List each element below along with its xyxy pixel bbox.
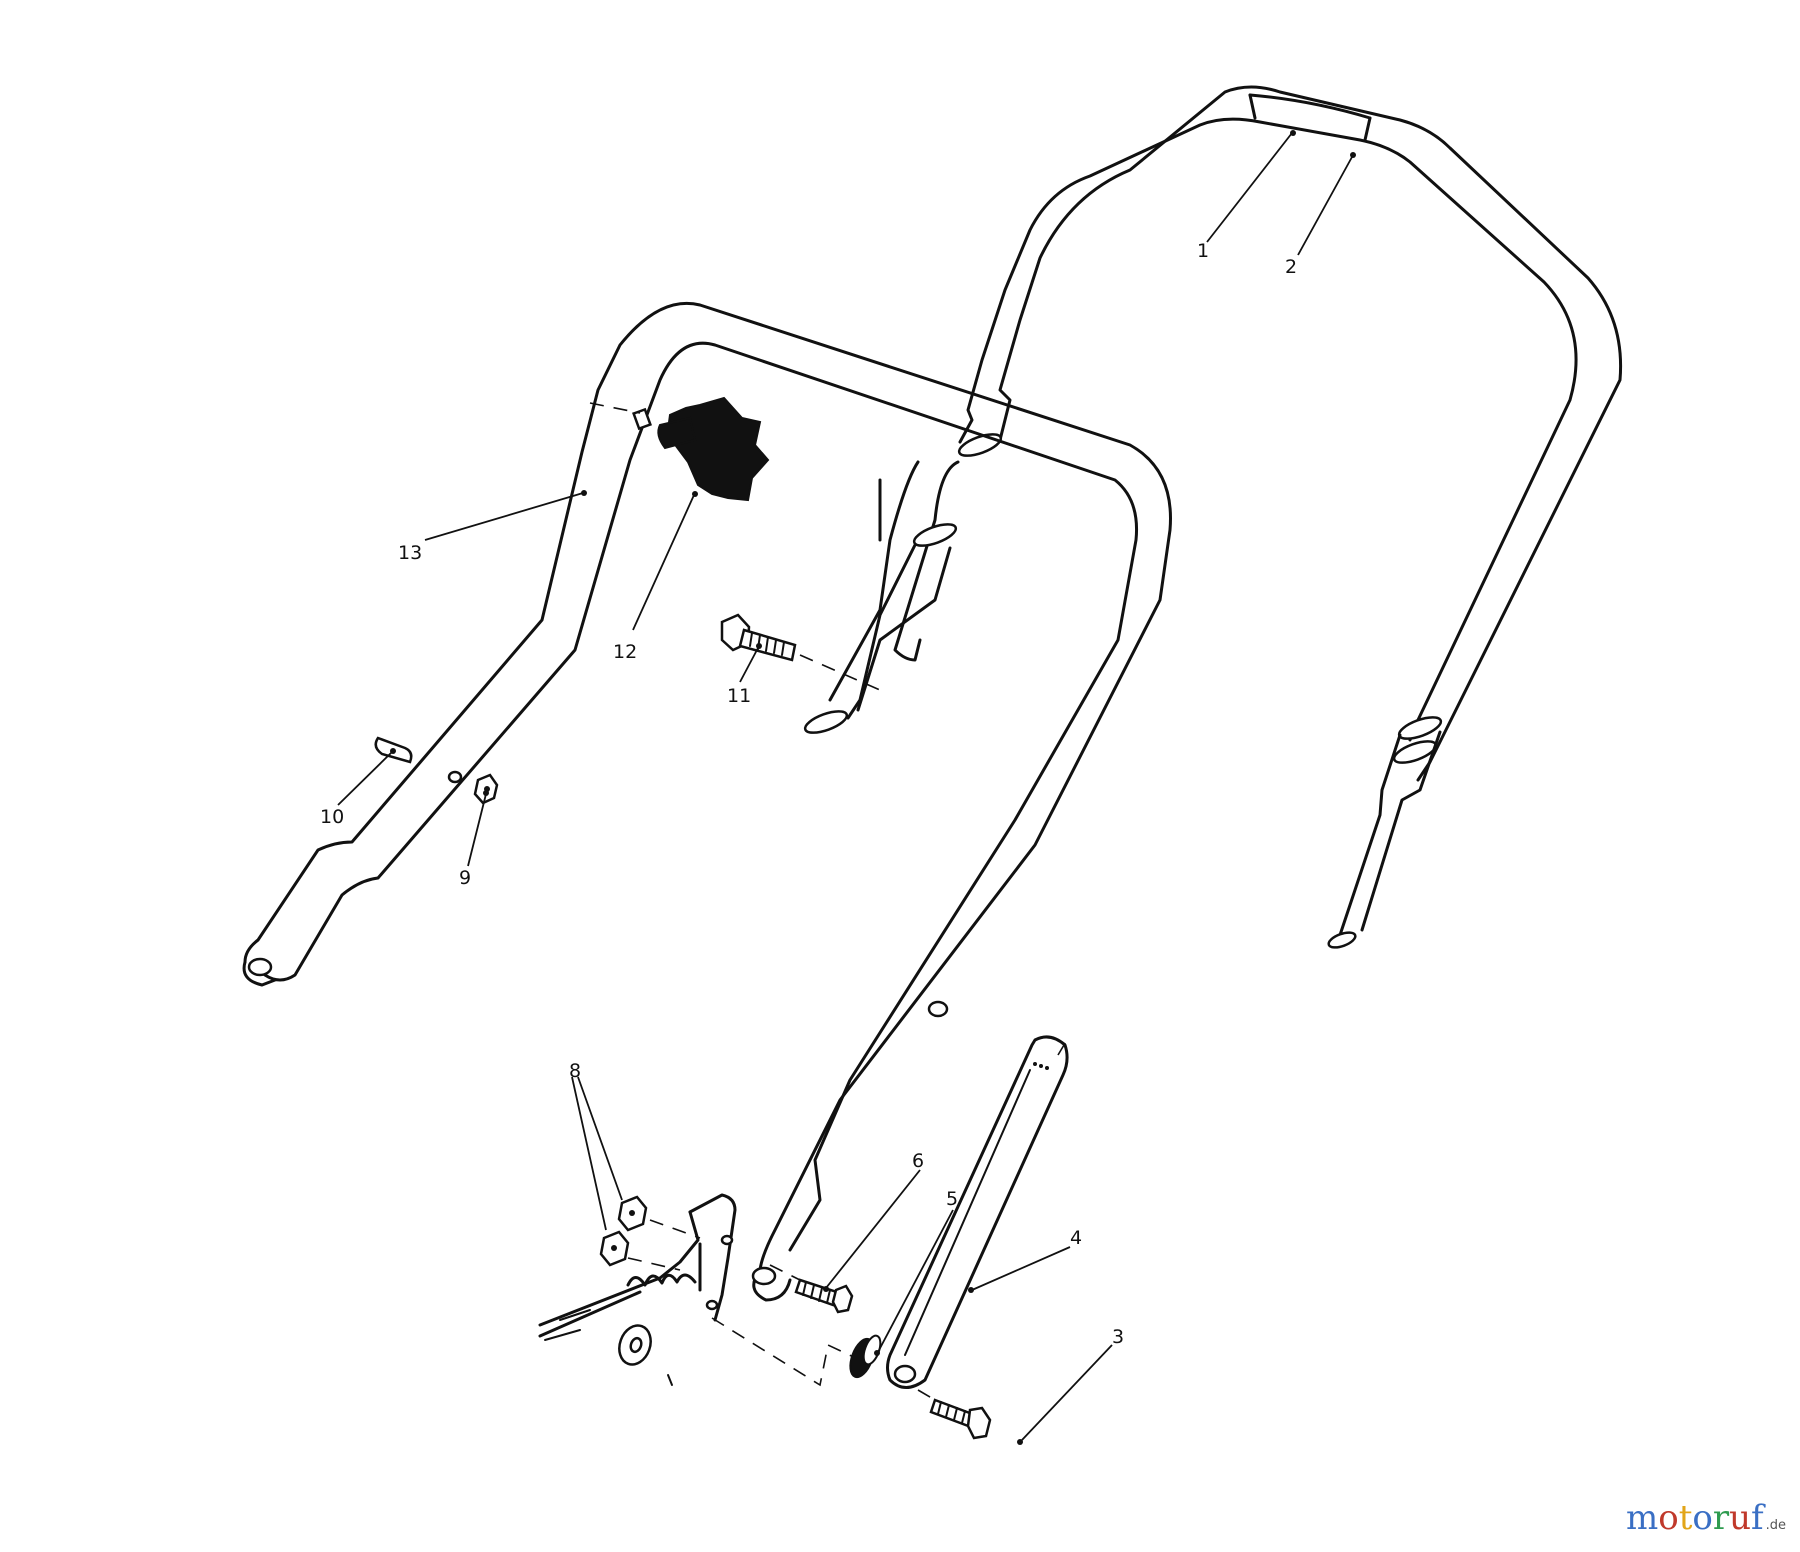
part-3-bolt: [917, 1389, 992, 1440]
lower-handle: [242, 301, 1172, 1302]
watermark-letter: r: [1712, 1498, 1730, 1538]
watermark-letter: f: [1751, 1498, 1764, 1538]
callout-4: 4: [1070, 1227, 1082, 1249]
watermark-letter: o: [1658, 1498, 1679, 1538]
callout-10: 10: [320, 806, 344, 828]
part-5-spacer: [849, 1334, 882, 1379]
part-11-bolt: [720, 613, 881, 691]
motoruf-watermark: motoruf.de: [1626, 1498, 1786, 1538]
callout-1: 1: [1197, 240, 1209, 262]
part-9-nut: [473, 773, 499, 805]
part-4-brace: [886, 1034, 1071, 1389]
callout-6: 6: [912, 1150, 924, 1172]
callout-13: 13: [398, 542, 422, 564]
callout-3: 3: [1112, 1326, 1124, 1348]
callout-12: 12: [613, 641, 637, 663]
watermark-letter: t: [1678, 1498, 1693, 1538]
upper-handle: [803, 85, 1623, 949]
watermark-letter: m: [1625, 1498, 1659, 1538]
leader-lines: [337, 130, 1356, 1445]
watermark-letter: o: [1692, 1498, 1713, 1538]
callout-5: 5: [946, 1188, 958, 1210]
watermark-suffix: .de: [1765, 1518, 1786, 1533]
callout-labels: 1 2 3 4 5 6 8 9 10 11 12 13: [320, 240, 1297, 1348]
watermark-letter: u: [1729, 1498, 1752, 1538]
part-8-nuts: [599, 1195, 701, 1271]
part-12-knob: [589, 396, 770, 502]
callout-8: 8: [569, 1060, 581, 1082]
callout-2: 2: [1285, 256, 1297, 278]
deck-bracket: [538, 1193, 861, 1387]
callout-9: 9: [459, 867, 471, 889]
callout-11: 11: [727, 685, 751, 707]
